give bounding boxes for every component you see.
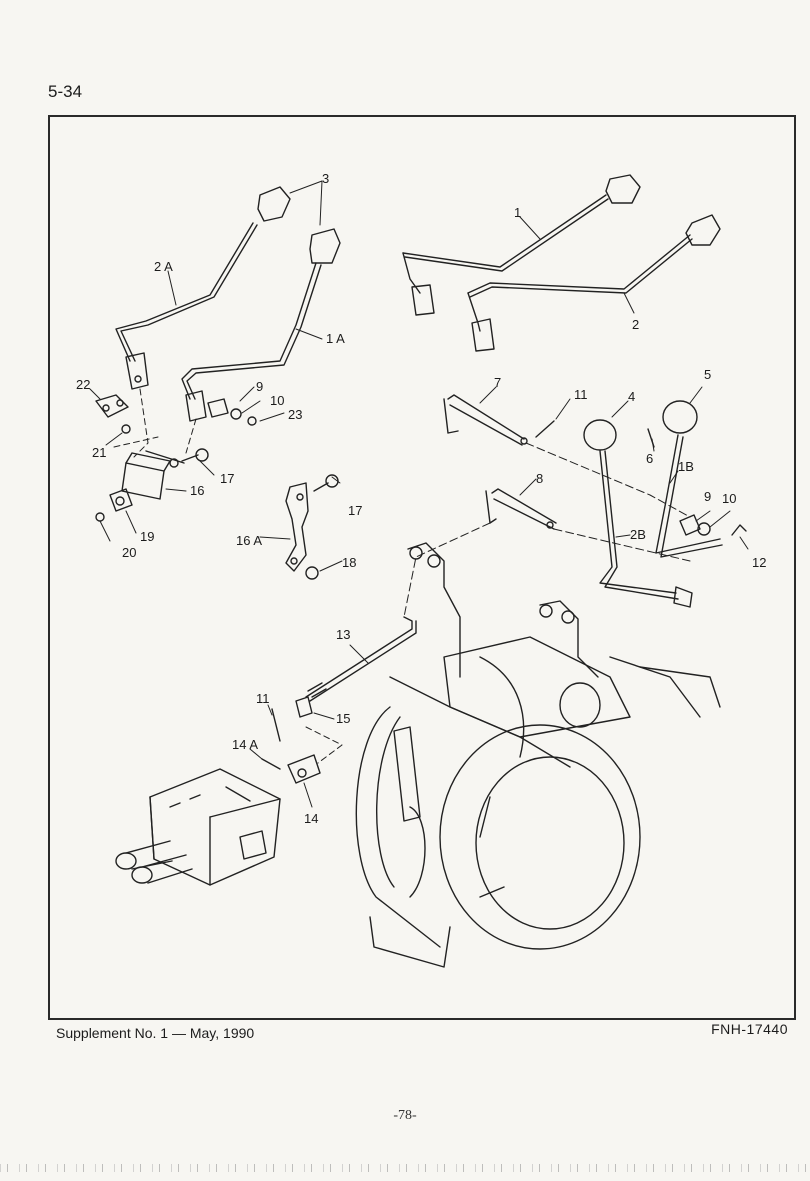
- callout-18: 18: [342, 555, 356, 570]
- lever-1b: [655, 400, 723, 558]
- clip-21: [121, 424, 131, 434]
- pin-12: [731, 524, 747, 536]
- callout-12: 12: [752, 555, 766, 570]
- exploded-parts-diagram: 3 1 2 A 1 A 2 22 9 10 23 21 17 16 19 20 …: [76, 171, 766, 968]
- callout-2b: 2B: [630, 527, 646, 542]
- callout-14a: 14 A: [232, 737, 258, 752]
- diagram-frame: 3 1 2 A 1 A 2 22 9 10 23 21 17 16 19 20 …: [48, 115, 796, 1020]
- callout-11-upper: 11: [574, 387, 588, 402]
- rod-8: [485, 488, 557, 530]
- callout-1b: 1B: [678, 459, 694, 474]
- clevis-14: [287, 754, 321, 784]
- callout-22: 22: [76, 377, 90, 392]
- bracket-16a: [285, 474, 339, 580]
- transmission-housing: [355, 542, 721, 968]
- leader-lines: [89, 180, 749, 808]
- washer-10-lower: [697, 522, 711, 536]
- rod-7: [443, 394, 528, 446]
- link-22: [95, 394, 129, 418]
- pin-14a: [261, 758, 281, 770]
- callout-4: 4: [628, 389, 635, 404]
- callout-17-right: 17: [348, 503, 362, 518]
- lever-1: [402, 174, 641, 316]
- supplement-note: Supplement No. 1 — May, 1990: [56, 1025, 255, 1041]
- callout-8: 8: [536, 471, 543, 486]
- nut-15: [295, 696, 313, 718]
- scan-artifact: [0, 1164, 810, 1172]
- callout-11-lower: 11: [256, 691, 270, 706]
- pin-11-upper: [535, 420, 555, 438]
- document-code: FNH-17440: [711, 1021, 788, 1037]
- clip-23: [247, 416, 257, 426]
- callout-1: 1: [514, 205, 521, 220]
- callout-2a: 2 A: [154, 259, 173, 274]
- lever-2: [467, 214, 721, 352]
- callout-7: 7: [494, 375, 501, 390]
- callout-15: 15: [336, 711, 350, 726]
- callout-9-lower: 9: [704, 489, 711, 504]
- callout-6: 6: [646, 451, 653, 466]
- callout-labels: 3 1 2 A 1 A 2 22 9 10 23 21 17 16 19 20 …: [76, 171, 766, 826]
- callout-10-lower: 10: [722, 491, 736, 506]
- callout-2: 2: [632, 317, 639, 332]
- section-number: 5-34: [48, 82, 83, 101]
- callout-16: 16: [190, 483, 204, 498]
- callout-14: 14: [304, 811, 318, 826]
- knob-3-upper: [257, 186, 291, 222]
- assembly-lines-right: [403, 442, 691, 618]
- assembly-line-13: [305, 726, 343, 764]
- callout-20: 20: [122, 545, 136, 560]
- bracket-16: [121, 450, 185, 500]
- control-valve-body: [115, 768, 281, 886]
- assembly-lines-left: [113, 388, 197, 458]
- washer-20: [95, 512, 105, 522]
- callout-23: 23: [288, 407, 302, 422]
- bolt-17-left: [181, 448, 209, 462]
- callout-9-upper: 9: [256, 379, 263, 394]
- page-footer-number: -78-: [393, 1108, 417, 1123]
- callout-5: 5: [704, 367, 711, 382]
- rod-13: [305, 616, 417, 702]
- lever-2b: [583, 419, 693, 608]
- callout-21: 21: [92, 445, 106, 460]
- callout-10-upper: 10: [270, 393, 284, 408]
- callout-19: 19: [140, 529, 154, 544]
- bushing-9-lower: [679, 514, 701, 536]
- pin-11-lower: [271, 708, 281, 742]
- callout-17-left: 17: [220, 471, 234, 486]
- nut-19: [109, 488, 133, 512]
- callout-13: 13: [336, 627, 350, 642]
- callout-1a: 1 A: [326, 331, 345, 346]
- callout-16a: 16 A: [236, 533, 262, 548]
- callout-3: 3: [322, 171, 329, 186]
- lever-1a: [181, 262, 322, 422]
- washer-10-upper: [230, 408, 242, 420]
- lever-2a: [115, 222, 258, 390]
- bushing-9-upper: [207, 398, 229, 418]
- knob-3-lower: [309, 228, 341, 264]
